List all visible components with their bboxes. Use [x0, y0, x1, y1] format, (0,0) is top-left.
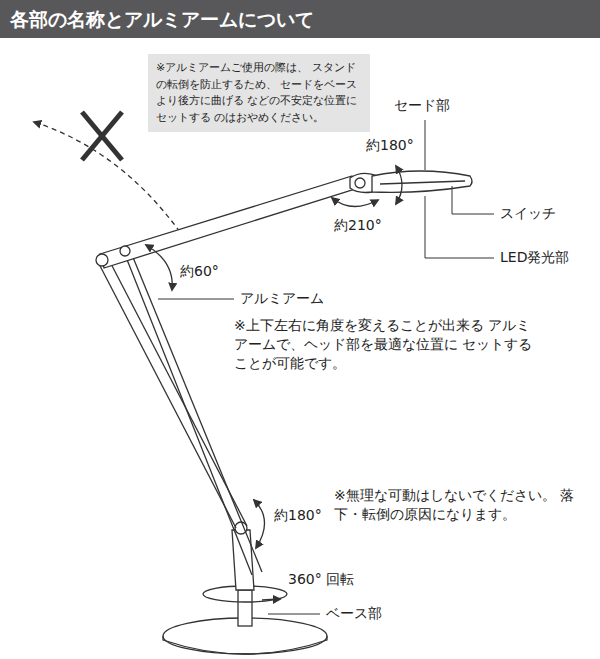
pivot-rotation — [254, 500, 265, 548]
caution-note: ※無理な可動はしないでください。 落下・転倒の原因になります。 — [334, 486, 596, 524]
post — [238, 590, 252, 626]
arm-rod — [124, 252, 252, 575]
angle-label: 約180° — [274, 506, 322, 525]
rotation-label: 360° 回転 — [288, 570, 354, 589]
pivot — [232, 530, 254, 590]
part-name: LED発光部 — [500, 248, 569, 267]
title: 各部の名称とアルミアームについて — [0, 0, 600, 40]
angle-label: 約180° — [366, 136, 414, 155]
angle-label: 約210° — [334, 216, 382, 235]
head-rotation — [396, 166, 402, 204]
base-rim — [163, 636, 327, 654]
part-name: セード部 — [394, 96, 450, 115]
note-box: ※アルミアームご使用の際は、 スタンドの転倒を防止するため、 セードをベースより… — [148, 54, 370, 132]
angle-60 — [146, 245, 172, 290]
shade — [372, 171, 472, 192]
caution-note: ※アルミアームご使用の際は、 スタンドの転倒を防止するため、 セードをベースより… — [156, 60, 362, 126]
title-bar: 各部の名称とアルミアームについて — [0, 0, 600, 38]
forbidden-mark — [82, 112, 122, 160]
feature-note: ※上下左右に角度を変えることが出来る アルミアームで、ヘッド部を最適な位置に セ… — [234, 316, 534, 373]
arm — [98, 262, 236, 528]
part-name: スイッチ — [500, 204, 556, 223]
upper-arm — [100, 176, 358, 268]
head-tilt — [332, 198, 378, 207]
angle-label: 約60° — [180, 262, 219, 281]
part-name: アルミアーム — [240, 289, 324, 308]
part-name: ベース部 — [326, 604, 382, 623]
